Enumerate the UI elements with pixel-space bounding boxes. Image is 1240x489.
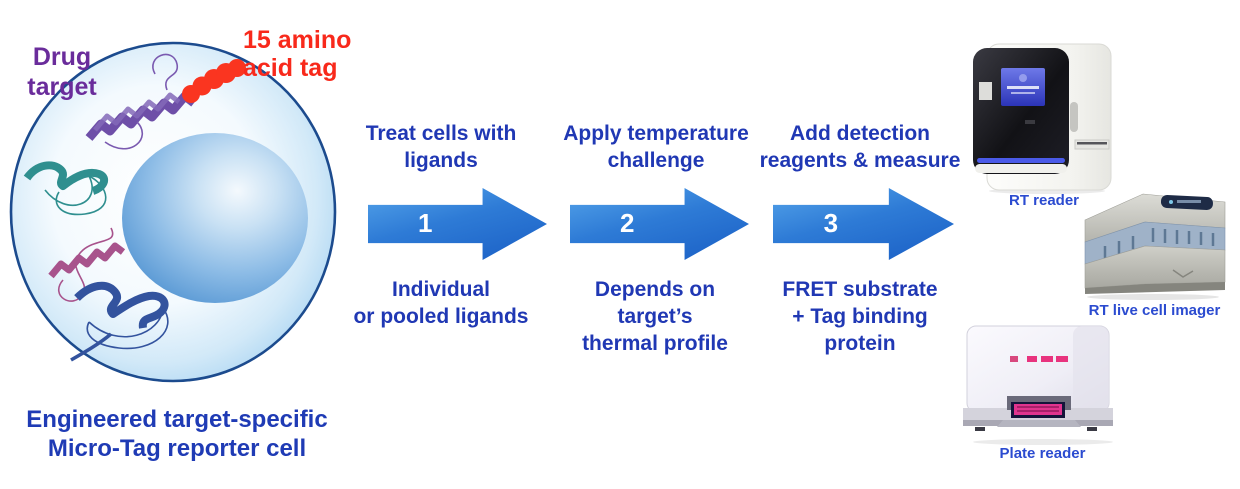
protein-ribbon-teal: [23, 161, 109, 216]
amino-acid-tag-label: 15 amino acid tag: [243, 26, 352, 82]
step3-note: FRET substrate + Tag binding protein: [782, 278, 938, 355]
amino-acid-tag-beads: [182, 59, 246, 103]
protein-ribbon-magenta: [48, 227, 126, 302]
step2-note: Depends on target’s thermal profile: [582, 278, 728, 355]
step1-title: Treat cells with ligands: [365, 122, 517, 172]
step3-title: Add detection reagents & measure: [759, 122, 961, 172]
step3-number: 3: [823, 208, 839, 239]
rt-live-cell-imager-label: RT live cell imager: [1088, 302, 1221, 319]
rt-reader-image: [973, 43, 1112, 194]
protein-ribbon-blue: [70, 281, 169, 362]
reporter-cell-illustration: [9, 41, 337, 383]
step2-arrow: 2: [570, 188, 749, 260]
drug-target-label: Drug target: [27, 43, 97, 101]
step2-title: Apply temperature challenge: [563, 122, 749, 172]
step3-arrow: 3: [773, 188, 954, 260]
rt-reader-label: RT reader: [1008, 192, 1080, 209]
plate-reader-image: [963, 325, 1113, 445]
plate-reader-label: Plate reader: [999, 445, 1086, 462]
step1-arrow: 1: [368, 188, 547, 260]
step1-note: Individual or pooled ligands: [353, 278, 529, 328]
cell-caption: Engineered target-specific Micro-Tag rep…: [26, 406, 328, 462]
step1-number: 1: [418, 208, 433, 239]
step2-number: 2: [620, 208, 635, 239]
cell-nucleus: [122, 133, 308, 303]
protein-ribbon-purple: [85, 53, 197, 150]
rt-live-cell-imager-image: [1084, 193, 1226, 300]
plate-reader-buttons: [1010, 356, 1068, 362]
